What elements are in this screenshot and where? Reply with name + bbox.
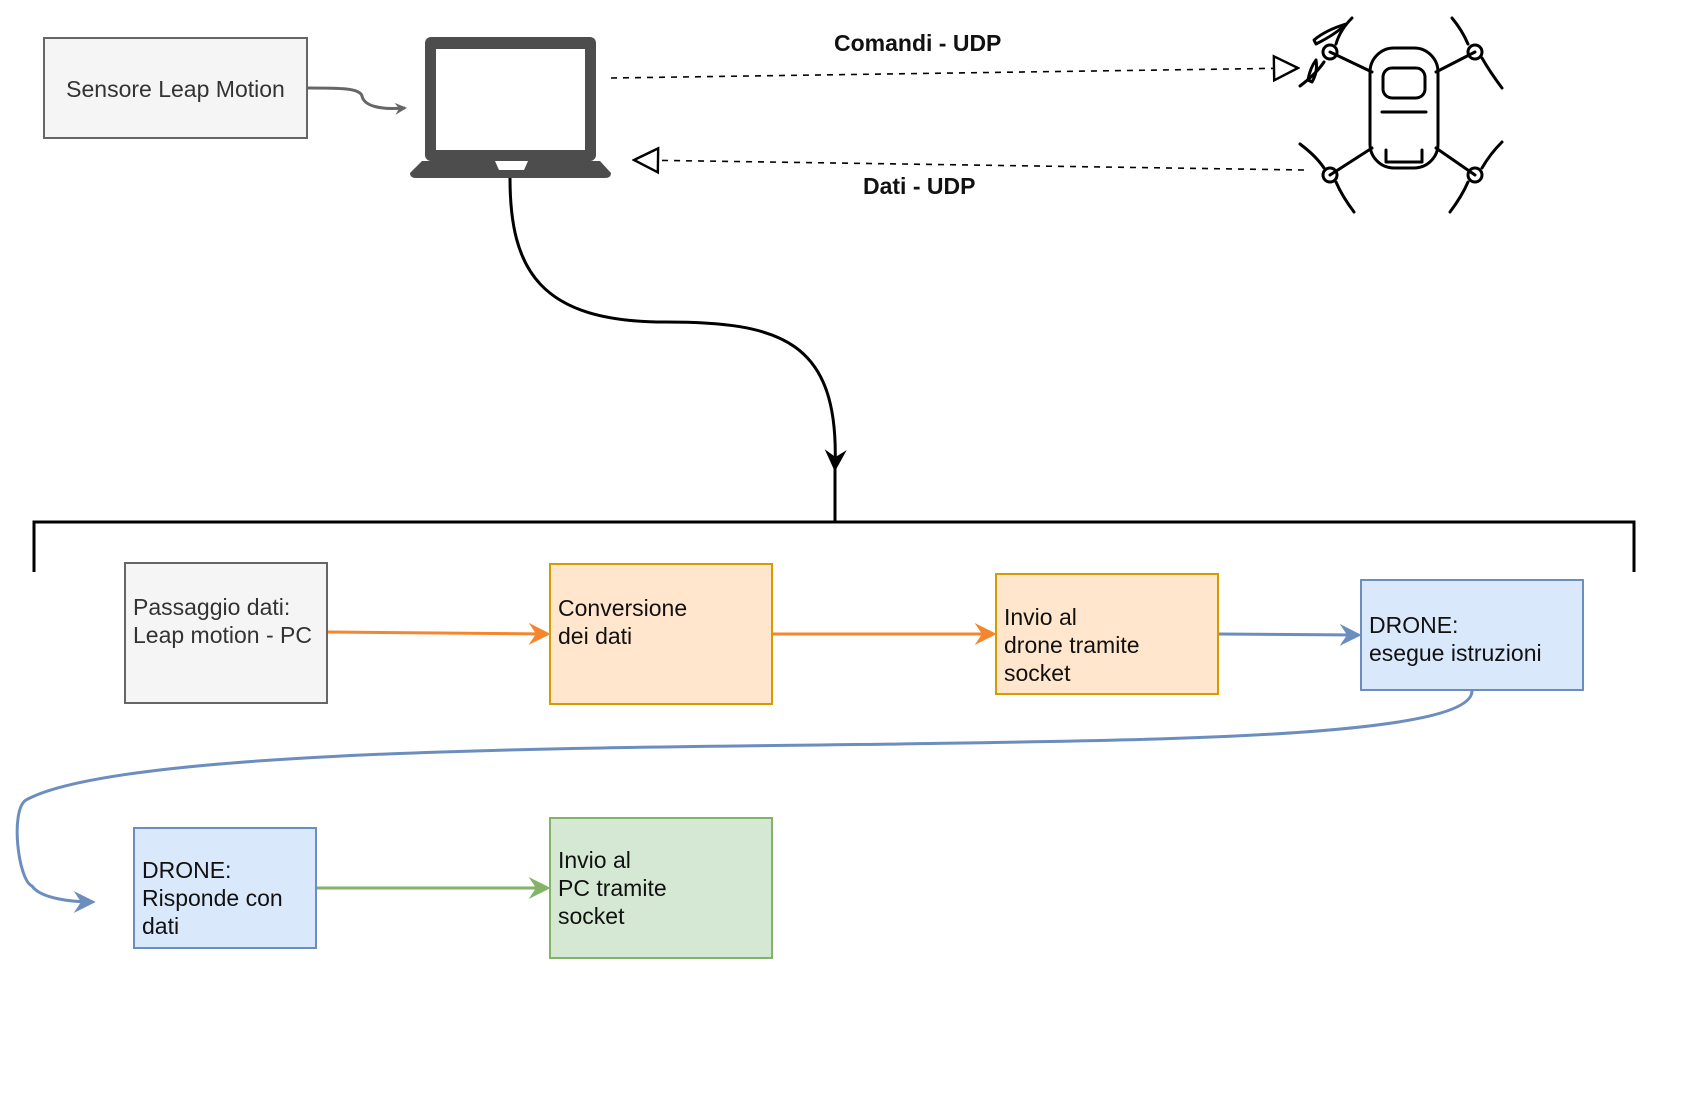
- node-label: DRONE: esegue istruzioni: [1369, 612, 1542, 666]
- node-label: Sensore Leap Motion: [66, 76, 285, 102]
- node-label: Passaggio dati: Leap motion - PC: [133, 594, 312, 648]
- drone-icon: [1298, 16, 1504, 214]
- label-comandi-udp: Comandi - UDP: [834, 30, 1002, 56]
- laptop-icon: [410, 37, 611, 178]
- node-label: DRONE: Risponde con dati: [142, 857, 283, 939]
- node-passaggio-dati: Passaggio dati: Leap motion - PC: [124, 562, 328, 704]
- edge-passaggio-to-conversione: [327, 622, 551, 645]
- edge-comandi: [610, 68, 1298, 78]
- edge-sensor-to-laptop: [307, 86, 407, 115]
- node-invio-al-pc: Invio al PC tramite socket: [549, 817, 773, 959]
- label-dati-udp: Dati - UDP: [863, 173, 976, 199]
- node-label: Invio al PC tramite socket: [558, 847, 667, 929]
- bracket: [32, 520, 1636, 572]
- edge-dati: [634, 160, 1305, 170]
- node-label: Conversione dei dati: [558, 595, 688, 649]
- edge-invio-to-drone: [1218, 623, 1362, 646]
- node-drone-risponde: DRONE: Risponde con dati: [133, 827, 317, 949]
- node-drone-esegue: DRONE: esegue istruzioni: [1360, 579, 1584, 691]
- node-conversione-dati: Conversione dei dati: [549, 563, 773, 705]
- node-sensore-leap-motion: Sensore Leap Motion: [43, 37, 308, 139]
- node-label: Invio al drone tramite socket: [1004, 604, 1140, 686]
- edge-drone-loop: [15, 690, 1474, 913]
- edge-laptop-to-process: [508, 177, 847, 472]
- node-invio-al-drone: Invio al drone tramite socket: [995, 573, 1219, 695]
